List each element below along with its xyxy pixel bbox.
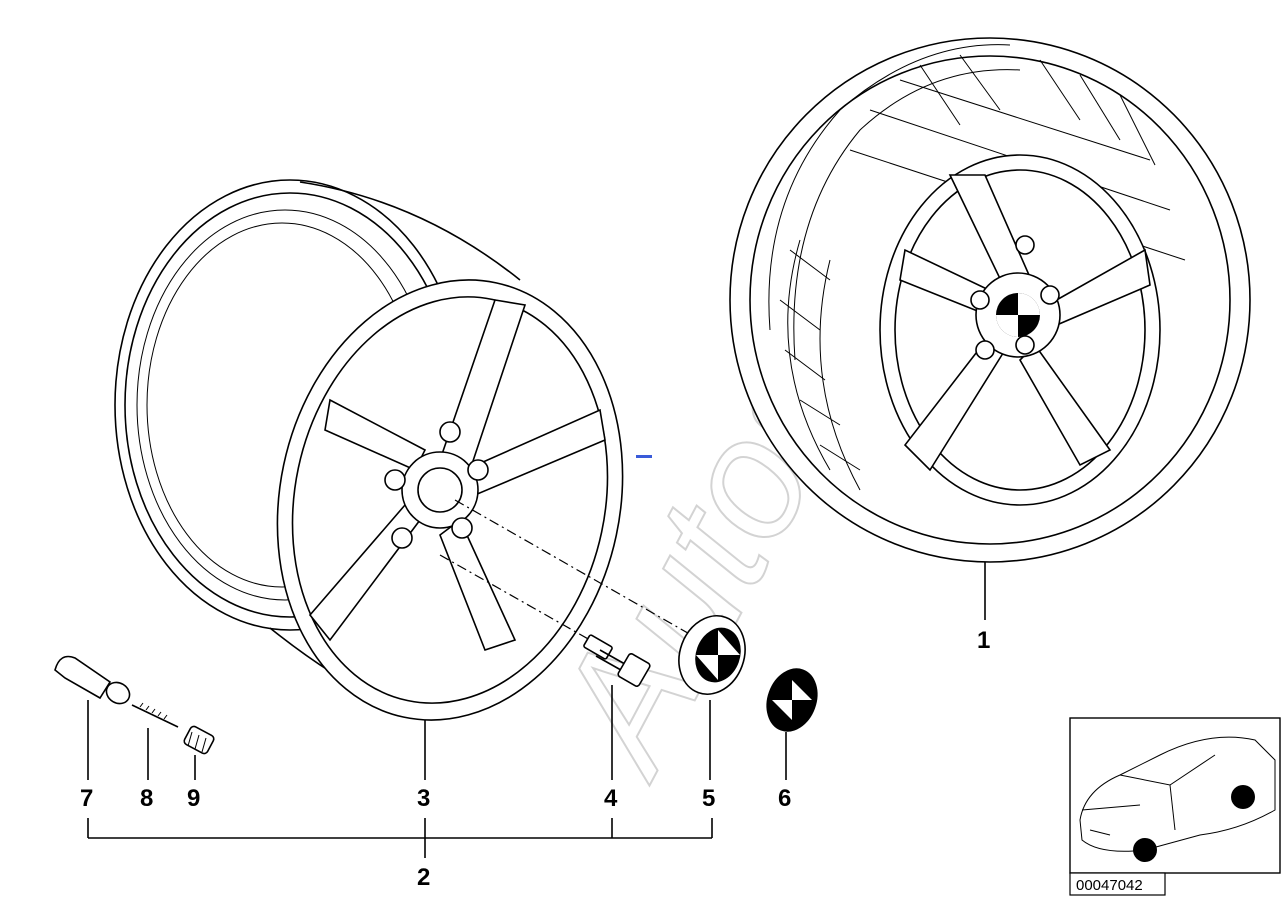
wheel-bolt[interactable] [583,634,651,780]
light-alloy-rim[interactable] [114,179,662,780]
hub-cap[interactable] [668,606,756,780]
diagram-id-box [1069,872,1166,896]
callout-9[interactable]: 9 [187,785,200,812]
callout-5[interactable]: 5 [702,785,715,812]
valve-cap[interactable] [183,725,215,780]
diagram-number: 00047042 [1076,877,1143,894]
callout-8[interactable]: 8 [140,785,153,812]
tire-valve[interactable] [54,655,133,781]
callout-4[interactable]: 4 [604,785,618,812]
rear-wheel-marker [1231,785,1255,809]
assembly-line-cap [454,499,701,641]
callout-6[interactable]: 6 [778,785,791,812]
front-wheel-marker [1133,838,1157,862]
callout-3[interactable]: 3 [417,785,430,812]
set-bracket [87,818,713,858]
emblem-badge[interactable] [759,662,826,780]
vehicle-location-thumbnail: 00047042 [1069,717,1281,896]
callout-2[interactable]: 2 [417,864,430,891]
accent-marker [636,455,652,458]
assembly-line-bolt [439,554,591,641]
complete-wheel-assembly[interactable] [729,37,1251,620]
valve-core[interactable] [131,702,179,780]
callout-7[interactable]: 7 [80,785,93,812]
callout-1[interactable]: 1 [977,627,990,654]
